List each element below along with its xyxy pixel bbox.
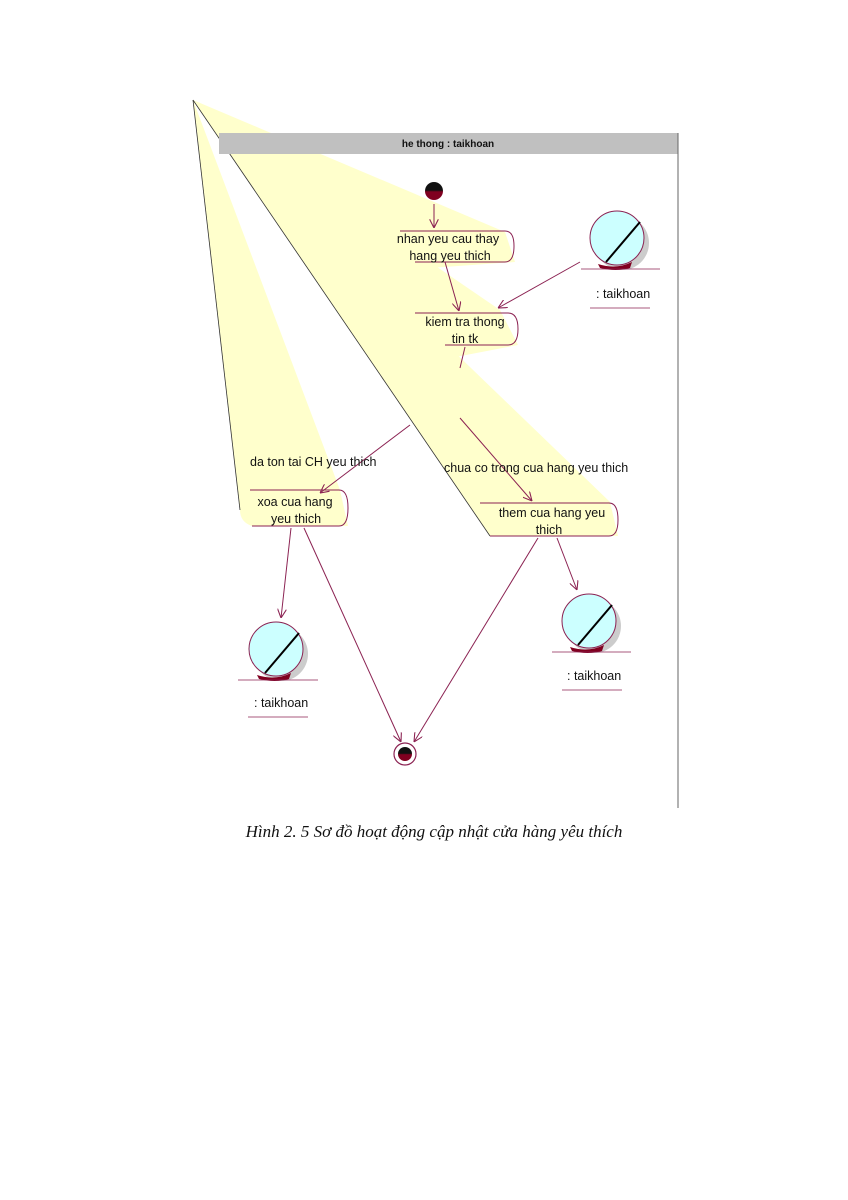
swimlane-title: he thong : taikhoan xyxy=(402,139,494,150)
flow-to-delete xyxy=(320,424,411,493)
flow-receive-to-check xyxy=(444,261,459,311)
activity-delete-store xyxy=(250,489,349,527)
flow-object-to-check xyxy=(498,261,581,308)
flow-check-to-decision xyxy=(459,346,466,369)
swimlane-header xyxy=(219,133,678,154)
note-connector-line xyxy=(192,99,491,537)
swimlane: he thong : taikhoan xyxy=(219,133,679,808)
object-label-left: : taikhoan xyxy=(254,696,308,710)
flow-to-add xyxy=(459,417,532,501)
note-callout-middle xyxy=(193,100,518,360)
activity-label-check-1: kiem tra thong xyxy=(425,315,504,329)
activity-label-add-1: them cua hang yeu xyxy=(499,506,605,520)
object-label-right: : taikhoan xyxy=(567,669,621,683)
flows xyxy=(281,204,581,742)
flow-delete-to-object xyxy=(281,527,292,618)
note-callout-left xyxy=(193,100,348,526)
flow-delete-to-end xyxy=(303,527,401,742)
activity-label-receive-2: hang yeu thich xyxy=(409,249,490,263)
object-node-left xyxy=(238,621,318,718)
object-node-right xyxy=(552,593,631,691)
object-label-top: : taikhoan xyxy=(596,287,650,301)
note-connector-line xyxy=(192,99,241,511)
activity-label-add-2: thich xyxy=(536,523,562,537)
start-node xyxy=(425,182,443,200)
activity-label-delete-2: yeu thich xyxy=(271,512,321,526)
end-node xyxy=(393,742,417,766)
activity-label-check-2: tin tk xyxy=(452,332,479,346)
flow-add-to-end xyxy=(414,537,539,742)
activity-receive-request xyxy=(400,230,515,263)
activity-check-account xyxy=(415,312,519,346)
activity-label-delete-1: xoa cua hang xyxy=(257,495,332,509)
activity-shapes xyxy=(250,230,619,537)
flow-add-to-object xyxy=(556,537,577,590)
guard-label-exists: da ton tai CH yeu thich xyxy=(250,455,377,469)
note-callout-right xyxy=(193,100,618,536)
activity-label-receive-1: nhan yeu cau thay xyxy=(397,232,500,246)
object-node-top xyxy=(581,210,660,309)
activity-add-store xyxy=(480,502,619,537)
figure-caption: Hình 2. 5 Sơ đồ hoạt động cập nhật cửa h… xyxy=(245,822,623,841)
guard-label-not-exists: chua co trong cua hang yeu thich xyxy=(444,461,628,475)
